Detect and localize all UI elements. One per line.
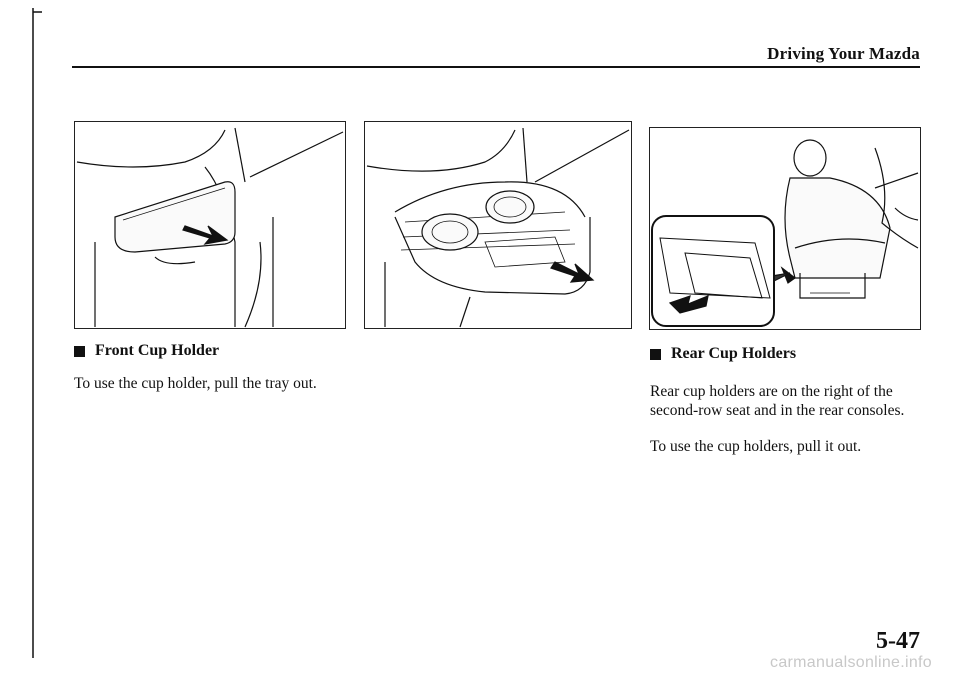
rear-cup-holders-heading: Rear Cup Holders [650, 345, 796, 363]
front-cup-holder-tray-open-illustration [364, 121, 632, 329]
rear-cup-holders-usage-text: To use the cup holders, pull it out. [650, 438, 862, 455]
front-cup-holder-title: Front Cup Holder [95, 342, 220, 359]
page-number: 5-47 [876, 628, 920, 654]
front-cup-holder-illustration [74, 121, 346, 329]
rear-cup-holder-seat-illustration [649, 127, 921, 330]
square-bullet-icon [74, 345, 85, 357]
header-rule [72, 66, 920, 68]
crop-mark [30, 8, 42, 658]
rear-cup-holders-text-line1: Rear cup holders are on the right of the [650, 383, 893, 400]
running-head: Driving Your Mazda [767, 44, 920, 63]
front-cup-holder-heading: Front Cup Holder [74, 342, 219, 360]
rear-cup-holders-text: Rear cup holders are on the right of the… [650, 382, 904, 420]
rear-cup-holders-text-line2: second-row seat and in the rear consoles… [650, 402, 905, 419]
watermark: carmanualsonline.info [770, 654, 932, 671]
front-cup-holder-text: To use the cup holder, pull the tray out… [74, 375, 317, 392]
rear-cup-holders-title: Rear Cup Holders [671, 345, 797, 362]
square-bullet-icon [650, 348, 661, 360]
